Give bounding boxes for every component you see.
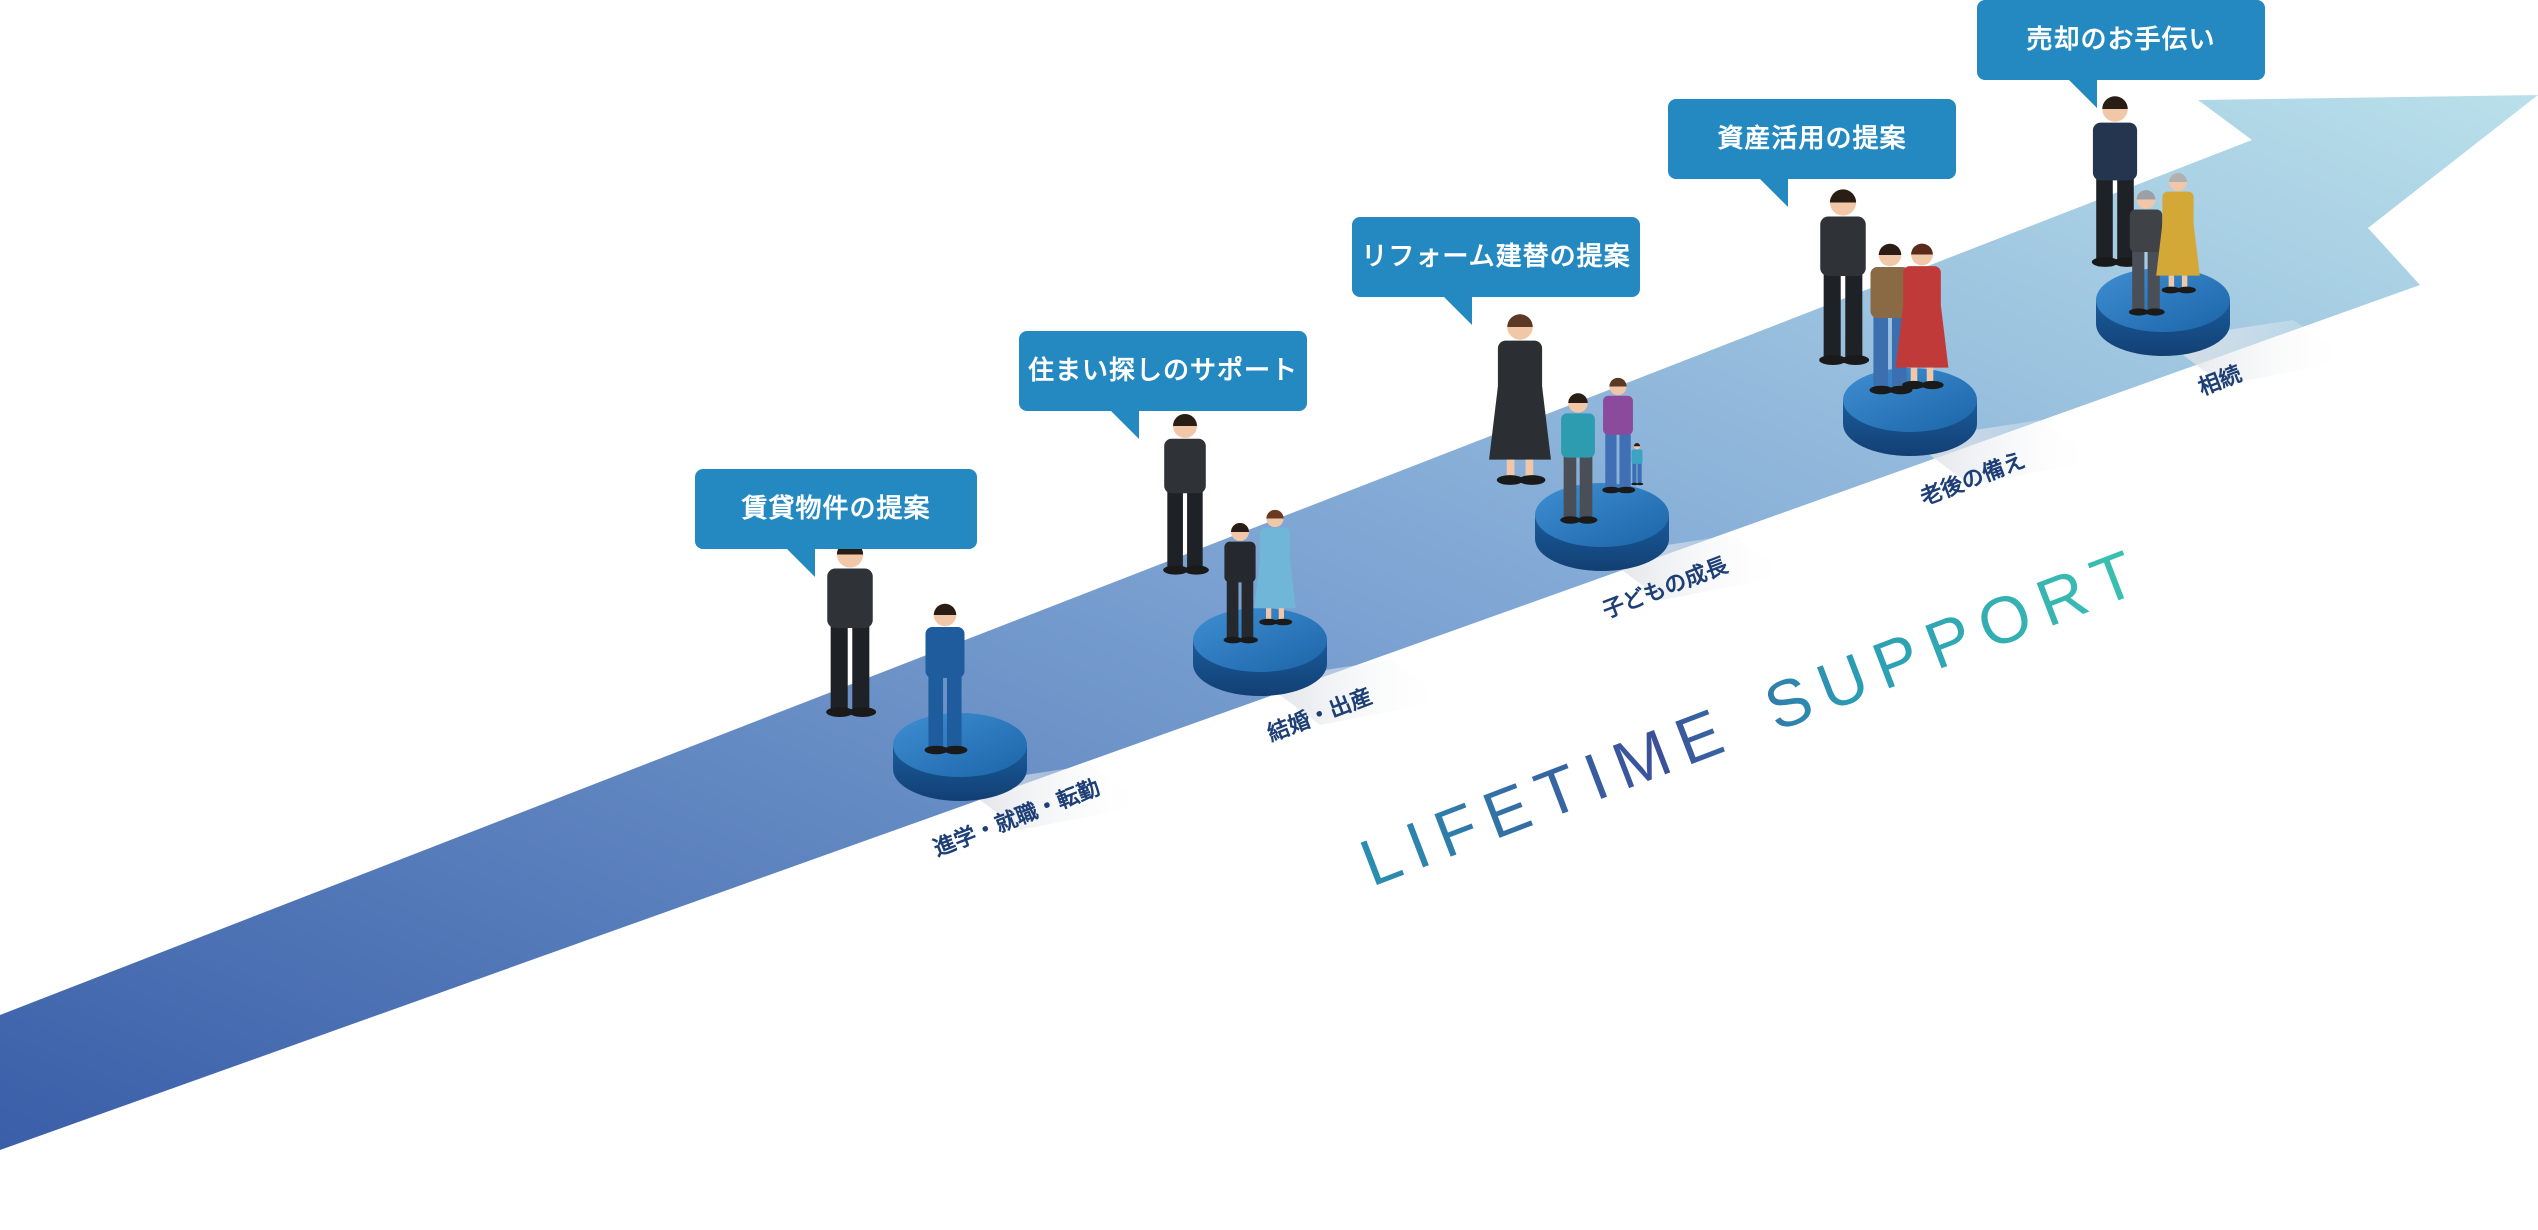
person-mother (1602, 377, 1636, 494)
pedestal-inheritance (2096, 268, 2353, 385)
person-bride (1254, 509, 1296, 626)
pedestal-group (893, 268, 2353, 830)
bubble-rental-proposal: 賃貸物件の提案 (695, 469, 977, 577)
pedestal-top (1193, 608, 1327, 672)
person-wife (1895, 243, 1949, 390)
person-agent-3 (1489, 314, 1551, 485)
person-elder-man (2128, 190, 2165, 316)
person-groom (1223, 523, 1258, 644)
person-agent-2 (1163, 414, 1209, 575)
people-group (826, 96, 2200, 755)
person-agent-4 (1819, 189, 1870, 366)
bubble-house-search-support: 住まい探しのサポート (1019, 331, 1307, 439)
person-agent-1 (826, 541, 877, 718)
pedestal-top (1535, 483, 1669, 547)
pedestal-retirement (1843, 368, 2100, 485)
person-child (1631, 443, 1644, 486)
pedestal-top (2096, 268, 2230, 332)
person-elder-woman (2156, 173, 2200, 294)
pedestal-top (1843, 368, 1977, 432)
person-student (924, 603, 968, 755)
person-father (1560, 393, 1598, 524)
bubble-asset-utilization-proposal: 資産活用の提案 (1668, 99, 1956, 207)
pedestal-marriage (1193, 608, 1450, 725)
bubble-sale-assistance: 売却のお手伝い (1977, 0, 2265, 108)
bubble-reform-rebuild-proposal: リフォーム建替の提案 (1352, 217, 1640, 325)
